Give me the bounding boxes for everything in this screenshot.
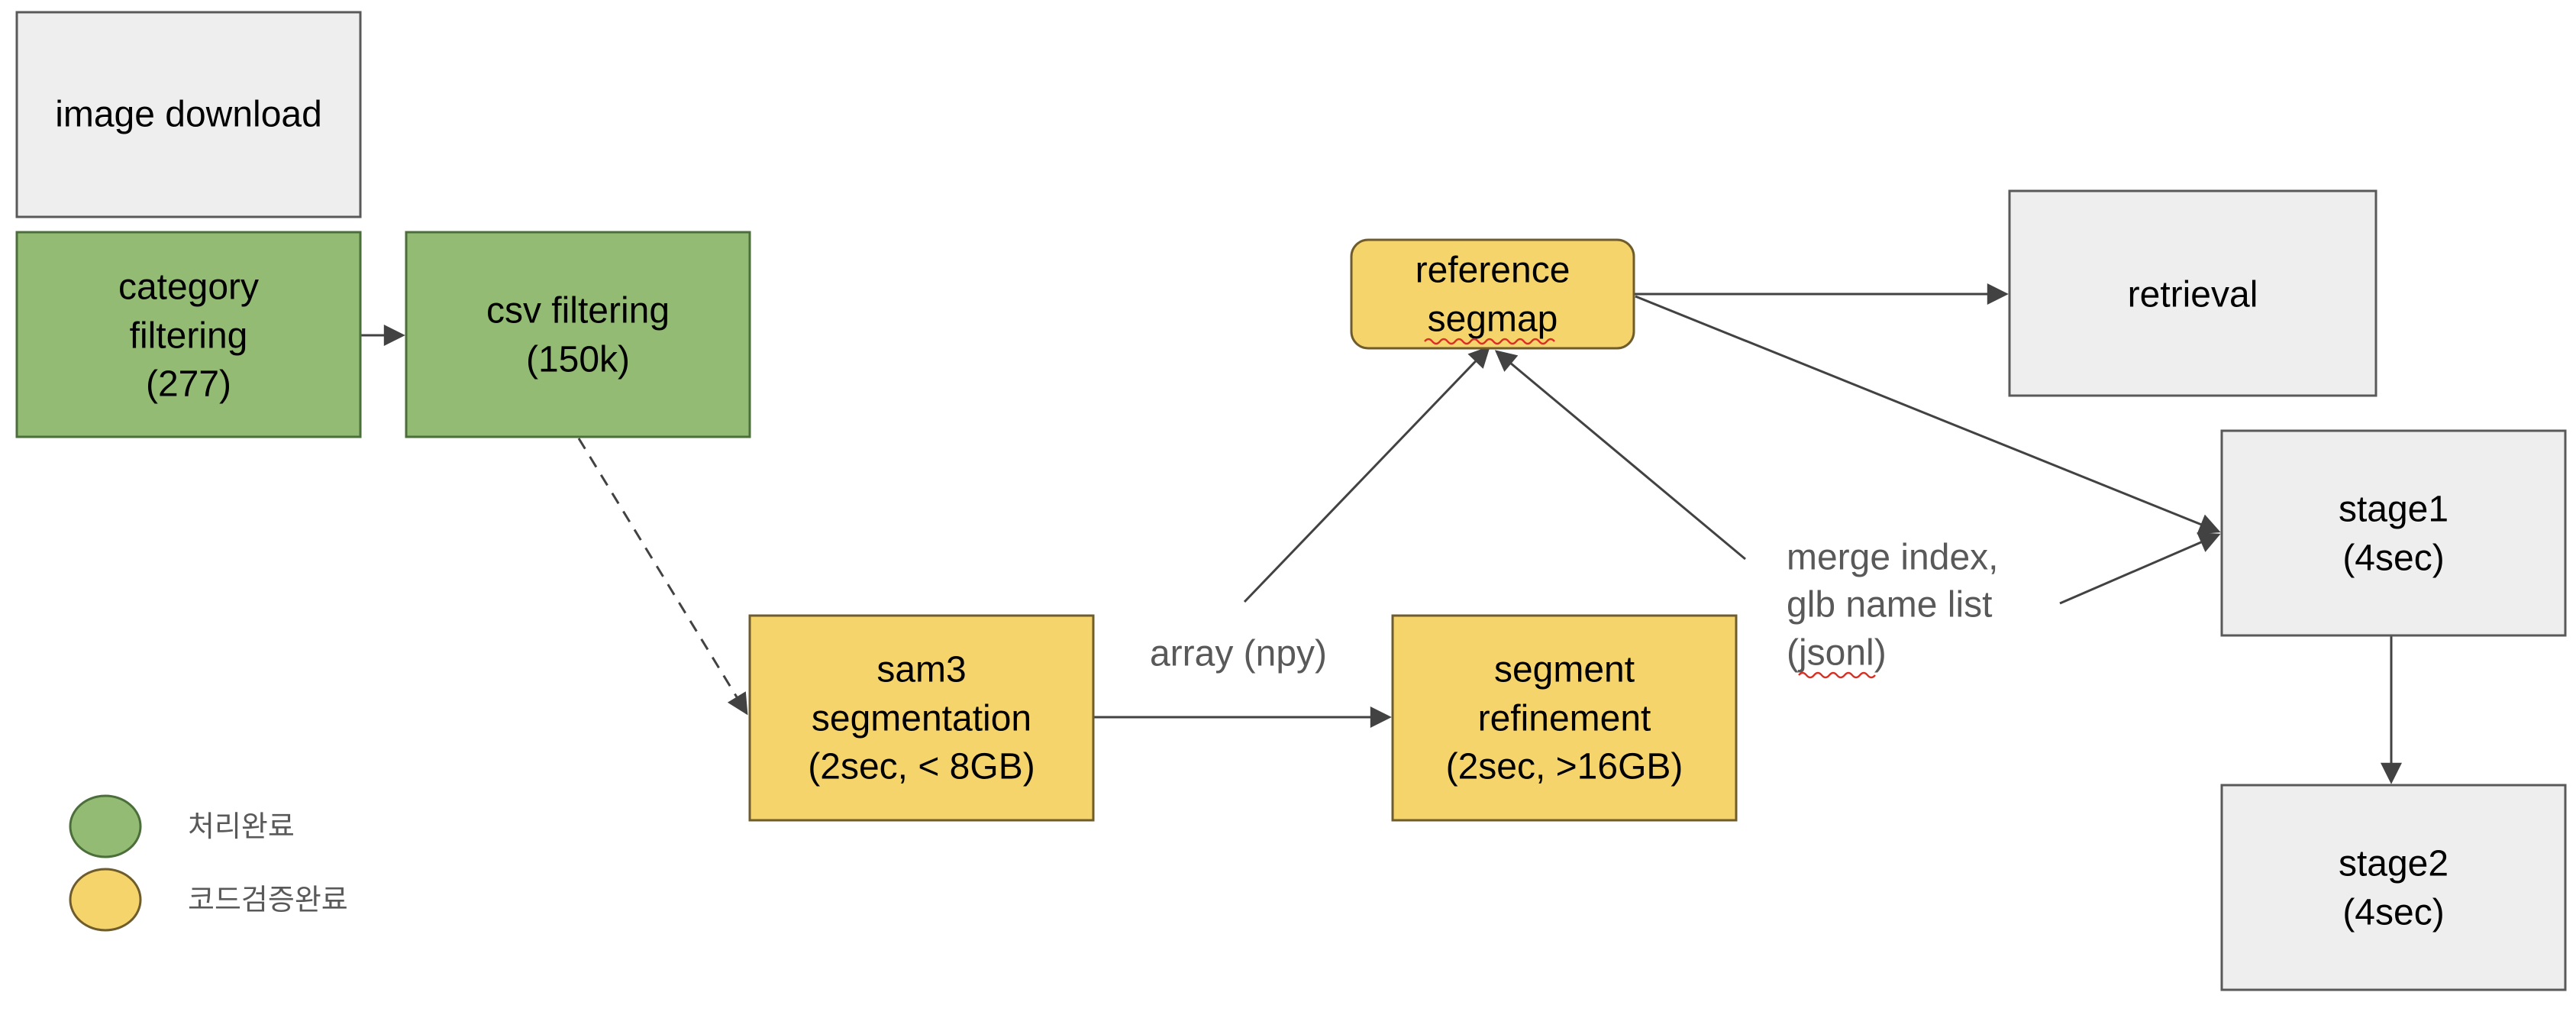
legend-swatch-yellow bbox=[69, 868, 142, 932]
node-label-line-1: sam3 bbox=[876, 650, 966, 690]
edge-label-line-3: (jsonl) bbox=[1787, 633, 1887, 674]
node-label: retrieval bbox=[2128, 275, 2258, 315]
node-label-line-1: stage2 bbox=[2339, 844, 2448, 884]
spellcheck-underline bbox=[1424, 338, 1555, 345]
node-box bbox=[2220, 429, 2567, 637]
node-image-download: image download bbox=[15, 11, 362, 218]
node-box bbox=[1350, 238, 1635, 350]
legend: 처리완료 코드검증완료 bbox=[69, 794, 348, 932]
node-label-line-1: segment bbox=[1494, 650, 1635, 690]
node-box bbox=[15, 11, 362, 218]
legend-label: 코드검증완료 bbox=[188, 883, 348, 916]
legend-item-code-verified: 코드검증완료 bbox=[69, 868, 348, 932]
node-box bbox=[2220, 784, 2567, 991]
node-box bbox=[1391, 614, 1738, 822]
node-segment-refinement: segment refinement (2sec, >16GB) bbox=[1391, 614, 1738, 822]
node-label-line-2: (4sec) bbox=[2342, 538, 2444, 579]
node-label-line-3: (2sec, >16GB) bbox=[1446, 747, 1683, 787]
node-box bbox=[405, 231, 751, 438]
node-label-line-1: category bbox=[118, 267, 259, 308]
node-box bbox=[748, 614, 1095, 822]
node-stage2: stage2 (4sec) bbox=[2220, 784, 2567, 991]
node-csv-filtering: csv filtering (150k) bbox=[405, 231, 751, 438]
node-label-line-2: (150k) bbox=[526, 340, 630, 380]
node-reference-segmap: reference segmap bbox=[1350, 238, 1635, 350]
node-label-line-2: refinement bbox=[1478, 699, 1651, 739]
node-stage1: stage1 (4sec) bbox=[2220, 429, 2567, 637]
node-label-line-3: (2sec, < 8GB) bbox=[808, 747, 1035, 787]
spellcheck-underline bbox=[1798, 671, 1876, 679]
node-retrieval: retrieval bbox=[2008, 189, 2377, 397]
node-box bbox=[2008, 189, 2377, 397]
node-box bbox=[15, 231, 362, 438]
node-sam3-segmentation: sam3 segmentation (2sec, < 8GB) bbox=[748, 614, 1095, 822]
node-label-line-3: (277) bbox=[146, 364, 231, 405]
node-category-filtering: category filtering (277) bbox=[15, 231, 362, 438]
node-label-line-2: filtering bbox=[130, 316, 248, 357]
edge-label-merge: merge index, glb name list (jsonl) bbox=[1787, 538, 1998, 679]
edge-merge-to-segmap bbox=[1494, 350, 1746, 561]
node-label-line-2: (4sec) bbox=[2342, 893, 2444, 933]
edge-array-to-segmap bbox=[1243, 345, 1490, 603]
node-label-line-1: stage1 bbox=[2339, 490, 2448, 530]
legend-label: 처리완료 bbox=[188, 810, 295, 843]
node-label-line-1: csv filtering bbox=[486, 291, 670, 331]
legend-swatch-green bbox=[69, 794, 142, 858]
node-label-line-2: segmentation bbox=[812, 699, 1031, 739]
legend-item-done: 처리완료 bbox=[69, 794, 295, 858]
node-label-line-2: segmap bbox=[1428, 299, 1558, 340]
edges bbox=[360, 283, 2402, 784]
node-label: image download bbox=[55, 95, 322, 135]
edge-merge-to-stage1 bbox=[2059, 532, 2221, 605]
edge-csv-to-sam3 bbox=[577, 438, 748, 716]
edge-label-text: array (npy) bbox=[1150, 634, 1327, 674]
edge-label-array: array (npy) bbox=[1150, 634, 1327, 674]
edge-label-line-1: merge index, bbox=[1787, 538, 1998, 578]
node-label-line-1: reference bbox=[1416, 251, 1570, 291]
edge-segmap-to-stage1 bbox=[1635, 295, 2221, 535]
edge-label-line-2: glb name list bbox=[1787, 585, 1992, 626]
